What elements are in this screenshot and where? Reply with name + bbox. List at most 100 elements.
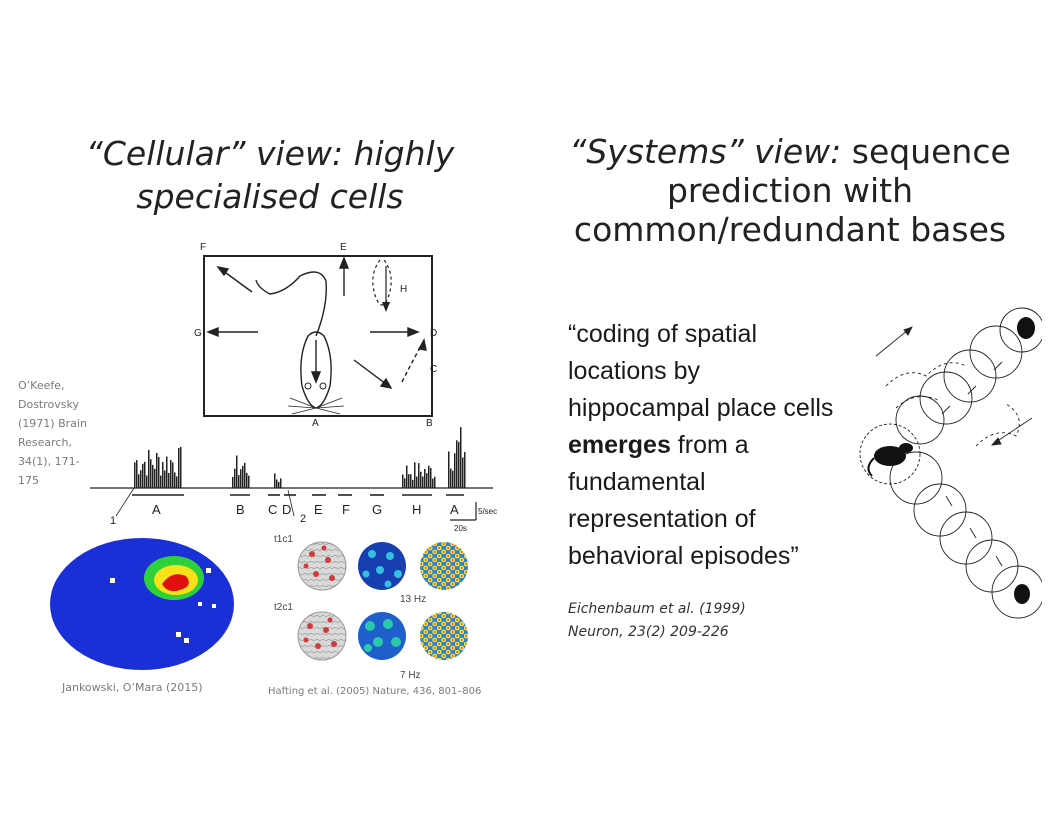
eichenbaum-line-2: Neuron, 23(2) 209-226 bbox=[568, 624, 729, 640]
box-label-a: A bbox=[312, 418, 319, 426]
okeefe-line: 34(1), 171- bbox=[18, 455, 80, 468]
arena-box bbox=[203, 255, 433, 417]
scale-x-label: 20s bbox=[454, 524, 467, 533]
spike-bar bbox=[138, 474, 140, 488]
box-label-b: B bbox=[426, 418, 433, 426]
spike-bar bbox=[454, 453, 456, 488]
spike-bar bbox=[276, 479, 278, 488]
spike-bar bbox=[452, 470, 454, 488]
autocorrelogram bbox=[420, 612, 468, 660]
right-title-rest: sequence bbox=[841, 132, 1011, 171]
spike-bar bbox=[450, 468, 452, 488]
spike-bar bbox=[274, 473, 276, 488]
trace-label-d: D bbox=[282, 502, 291, 517]
spike-bar bbox=[448, 451, 450, 488]
okeefe-line: (1971) Brain bbox=[18, 417, 87, 430]
spike-bar bbox=[144, 461, 146, 488]
grid-freq-7hz: 7 Hz bbox=[400, 670, 421, 680]
spike-bar bbox=[150, 459, 152, 488]
rat-arena-figure: F E H G D C A B bbox=[194, 242, 437, 426]
goal-marker-bottom bbox=[1014, 584, 1030, 604]
spike-bar bbox=[152, 464, 154, 488]
direction-arrows bbox=[206, 256, 427, 389]
spike-bar bbox=[426, 473, 428, 488]
spike-bar bbox=[418, 463, 420, 488]
spike-bar bbox=[162, 462, 164, 488]
okeefe-line: O’Keefe, bbox=[18, 379, 65, 392]
spike-bar bbox=[430, 467, 432, 488]
spike-bar bbox=[164, 470, 166, 488]
grid-row-2 bbox=[297, 611, 468, 661]
right-title-line-3: common/redundant bases bbox=[573, 210, 1007, 249]
spike-bar bbox=[172, 462, 174, 488]
grid-label-t1c1: t1c1 bbox=[274, 534, 293, 545]
heatmap-unvisited-pixels bbox=[110, 568, 216, 643]
spike-bar bbox=[412, 479, 414, 488]
rate-map-fields bbox=[364, 619, 401, 652]
grid-cell-figure: t1c1 t2c1 13 Hz 7 Hz bbox=[274, 534, 468, 680]
place-field-heatmap bbox=[50, 538, 234, 670]
rat-body bbox=[300, 331, 332, 409]
left-title-line-1: “Cellular” view: highly bbox=[85, 134, 455, 173]
okeefe-line: Dostrovsky bbox=[18, 398, 79, 411]
spike-bar bbox=[434, 476, 436, 488]
heatmap-arena bbox=[50, 538, 234, 670]
spike-bar bbox=[246, 472, 248, 488]
rat-whiskers bbox=[287, 397, 345, 415]
okeefe-citation: O’Keefe, Dostrovsky (1971) Brain Researc… bbox=[18, 376, 108, 490]
spike-bar bbox=[428, 465, 430, 488]
box-label-e: E bbox=[340, 242, 347, 253]
spike-bar bbox=[456, 440, 458, 488]
trace-label-c: C bbox=[268, 502, 277, 517]
trace-mark-2: 2 bbox=[300, 513, 306, 525]
hafting-citation: Hafting et al. (2005) Nature, 436, 801–8… bbox=[268, 686, 482, 697]
spike-bar bbox=[462, 457, 464, 488]
eichenbaum-line-1: Eichenbaum et al. (1999) bbox=[568, 601, 746, 617]
rate-map bbox=[358, 542, 406, 590]
autocorrelogram bbox=[420, 542, 468, 590]
spike-bar bbox=[424, 468, 426, 488]
spike-bar bbox=[234, 468, 236, 488]
spike-bar bbox=[422, 476, 424, 488]
spike-rate-trace: A B C D E F G H A 1 2 5/sec 20s bbox=[90, 427, 497, 533]
rat-tail bbox=[255, 271, 327, 337]
grid-freq-13hz: 13 Hz bbox=[400, 594, 426, 605]
grid-label-t2c1: t2c1 bbox=[274, 602, 293, 613]
right-title-italic: “Systems” view: bbox=[569, 132, 842, 171]
rat-ear bbox=[304, 382, 312, 390]
spike-bar bbox=[464, 451, 466, 488]
heatmap-field-peak bbox=[162, 574, 189, 592]
spike-bar bbox=[278, 481, 280, 488]
spike-bar bbox=[158, 456, 160, 488]
scale-y-label: 5/sec bbox=[478, 507, 497, 516]
eichenbaum-citation: Eichenbaum et al. (1999) Neuron, 23(2) 2… bbox=[568, 598, 868, 644]
quote-part-1: “coding of spatial locations by hippocam… bbox=[568, 320, 834, 422]
trace-label-g: G bbox=[372, 502, 382, 517]
spike-bar bbox=[180, 446, 182, 488]
spike-bar bbox=[414, 462, 416, 488]
box-label-f: F bbox=[200, 242, 206, 253]
okeefe-line: Research, bbox=[18, 436, 72, 449]
rat-silhouette bbox=[867, 443, 913, 477]
spike-bar bbox=[244, 462, 246, 488]
right-column-title: “Systems” view: sequence prediction with… bbox=[545, 132, 1035, 249]
spike-bars bbox=[134, 427, 466, 488]
spike-bar bbox=[176, 476, 178, 488]
quote-part-2: from a fundamental representation of beh… bbox=[568, 431, 799, 570]
trace-label-a2: A bbox=[450, 502, 459, 517]
spike-bar bbox=[408, 474, 410, 488]
spike-bar bbox=[236, 455, 238, 488]
spike-bar bbox=[416, 476, 418, 488]
box-label-h: H bbox=[400, 284, 407, 295]
spike-bar bbox=[232, 476, 234, 488]
spike-bar bbox=[406, 465, 408, 488]
box-label-g: G bbox=[194, 328, 202, 339]
trace-mark-1: 1 bbox=[110, 515, 116, 527]
trajectory-map bbox=[297, 611, 347, 661]
spike-bar bbox=[168, 472, 170, 488]
left-title-line-2: specialised cells bbox=[136, 177, 404, 216]
spike-bar bbox=[178, 447, 180, 488]
spike-bar bbox=[460, 427, 462, 488]
trace-label-b: B bbox=[236, 502, 245, 517]
goal-marker-top bbox=[1017, 317, 1035, 339]
